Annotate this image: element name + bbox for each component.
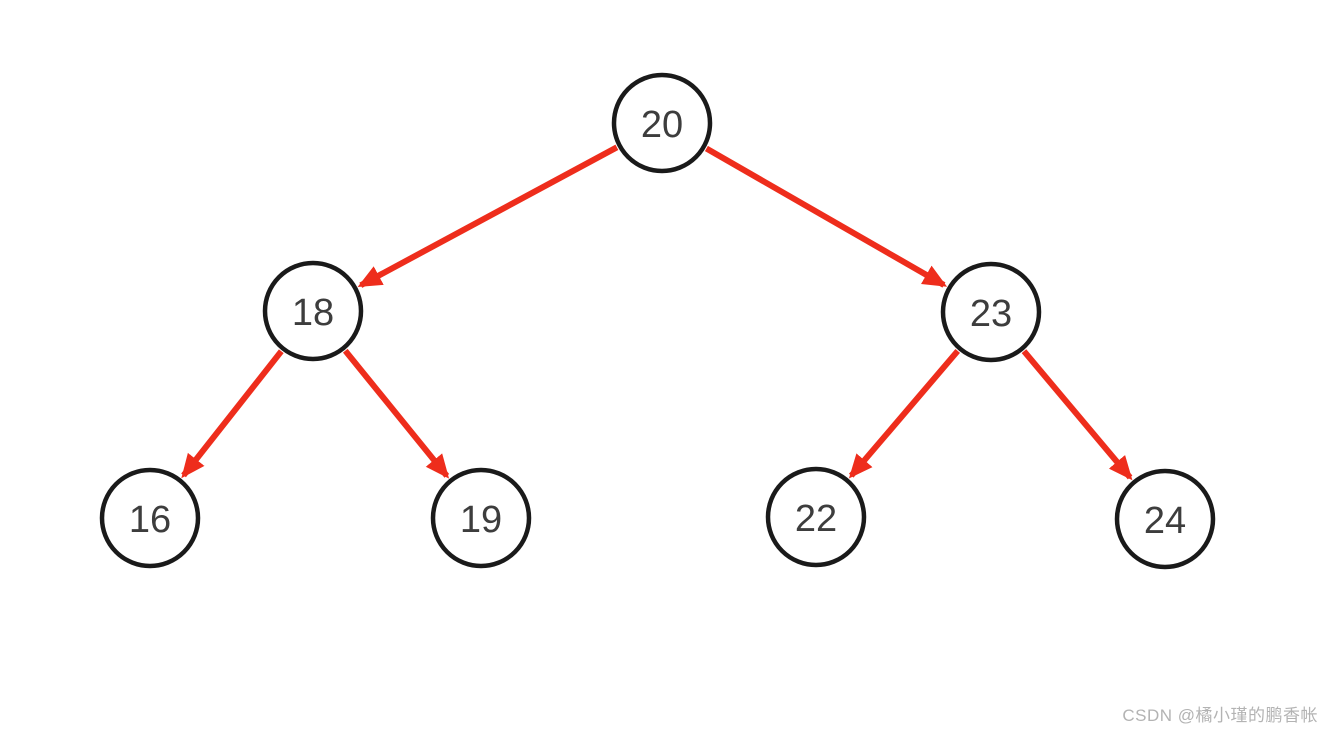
- csdn-watermark: CSDN @橘小瑾的鹏香帐: [1122, 706, 1318, 725]
- tree-edge-23-22: [848, 349, 961, 479]
- tree-node-23: 23: [940, 261, 1042, 363]
- tree-node-22: 22: [765, 466, 867, 568]
- node-circle: [430, 467, 532, 569]
- node-circle: [99, 467, 201, 569]
- node-label: 24: [1144, 500, 1186, 542]
- tree-node-24: 24: [1114, 468, 1216, 570]
- tree-edge-23-24: [1021, 349, 1133, 481]
- node-circle: [262, 260, 364, 362]
- node-label: 16: [129, 499, 171, 541]
- tree-edge-18-16: [181, 349, 284, 479]
- node-circle: [611, 72, 713, 174]
- node-label: 22: [795, 498, 837, 540]
- tree-edge-20-23: [704, 145, 948, 288]
- node-label: 20: [641, 104, 683, 146]
- tree-edge-20-18: [357, 144, 619, 288]
- tree-node-20: 20: [611, 72, 713, 174]
- tree-node-19: 19: [430, 467, 532, 569]
- node-circle: [765, 466, 867, 568]
- tree-node-18: 18: [262, 260, 364, 362]
- node-label: 23: [970, 293, 1012, 335]
- node-circle: [1114, 468, 1216, 570]
- node-circle: [940, 261, 1042, 363]
- node-label: 18: [292, 292, 334, 334]
- node-label: 19: [460, 499, 502, 541]
- tree-edge-18-19: [342, 348, 450, 479]
- tree-node-16: 16: [99, 467, 201, 569]
